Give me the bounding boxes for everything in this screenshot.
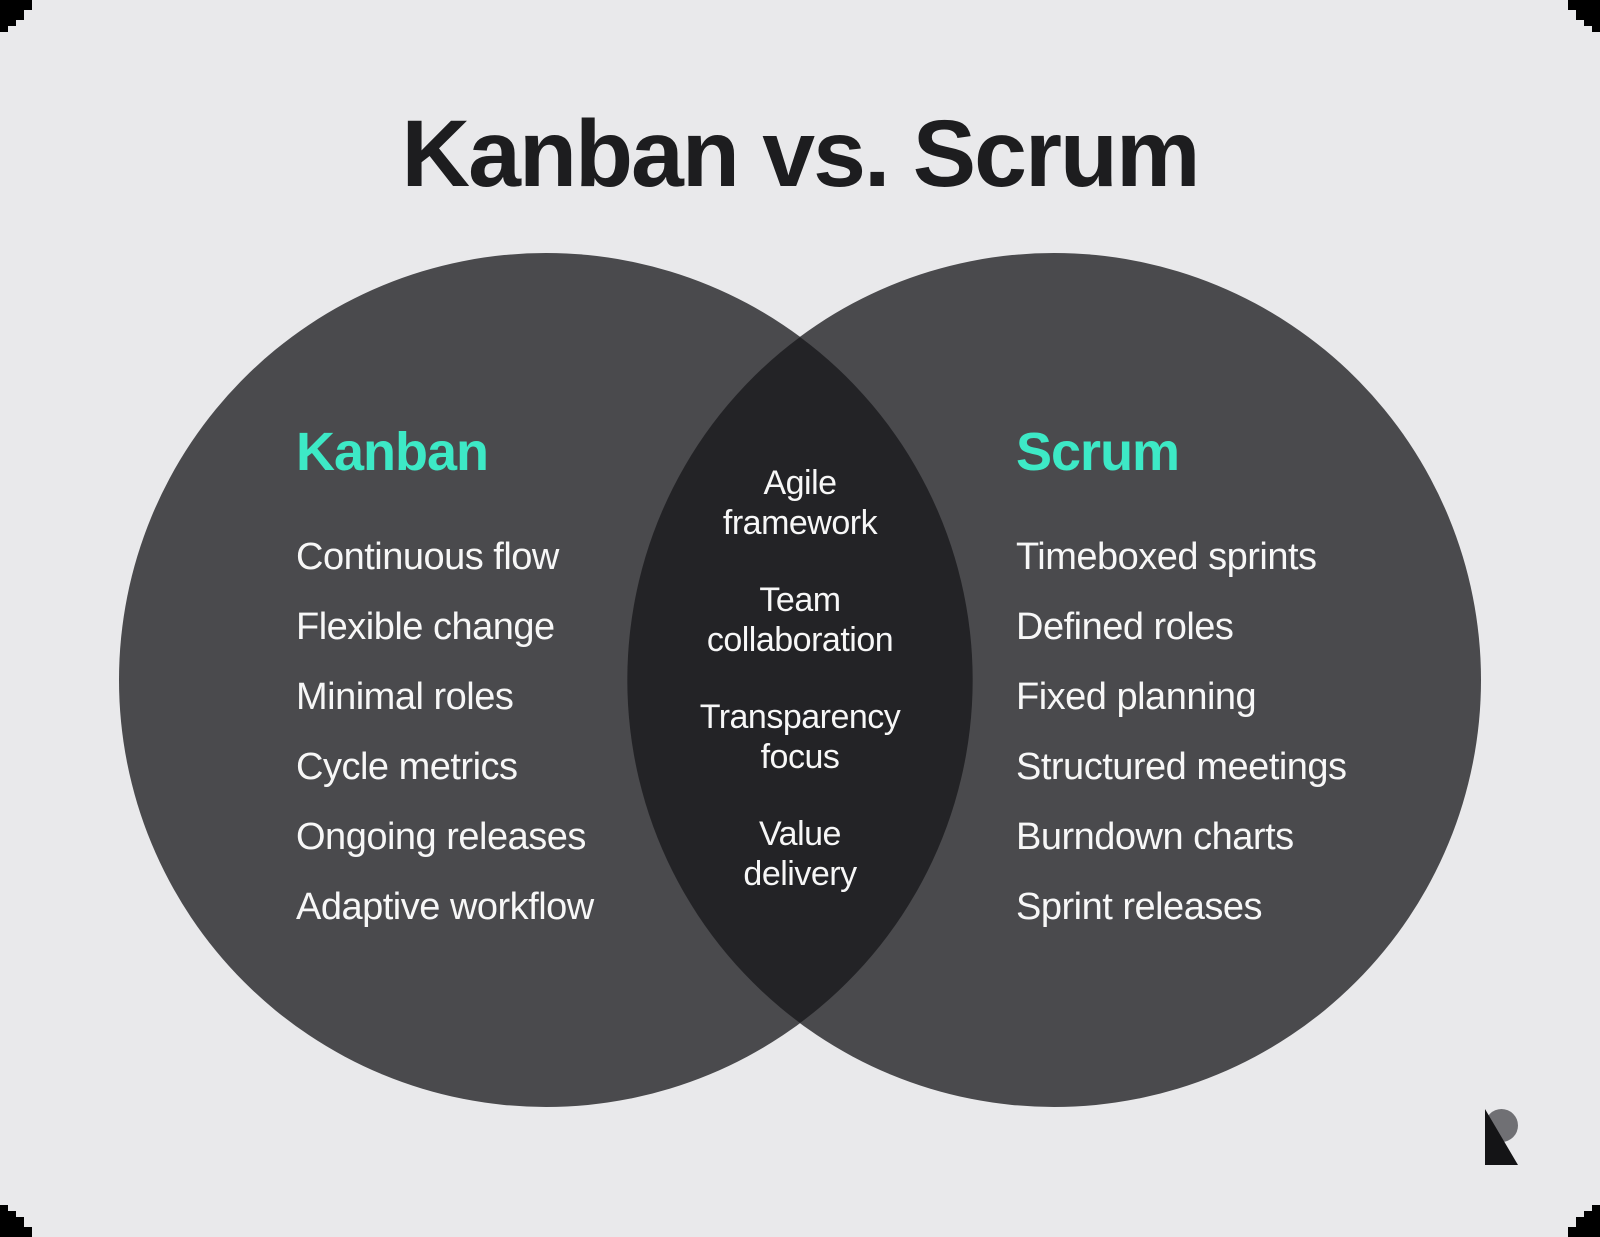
scrum-heading: Scrum (1016, 422, 1180, 482)
kanban-list-item: Adaptive workflow (296, 886, 594, 928)
scrum-list-item: Timeboxed sprints (1016, 536, 1317, 578)
intersection-item-line: focus (760, 738, 840, 776)
r-logo-stem (1485, 1109, 1518, 1165)
intersection-item-line: Team (759, 581, 841, 619)
intersection-item-line: framework (722, 504, 878, 542)
intersection-item-line: delivery (743, 855, 857, 893)
r-logo-icon (1485, 1109, 1518, 1165)
intersection-item-line: Value (759, 815, 841, 853)
intersection-item-line: collaboration (706, 621, 894, 659)
kanban-list-item: Cycle metrics (296, 746, 518, 788)
intersection-item-line: Transparency (699, 698, 901, 736)
intersection-list: Agile framework Team collaboration Trans… (670, 463, 930, 931)
intersection-item: Agile framework (670, 463, 930, 543)
page-title: Kanban vs. Scrum (401, 101, 1201, 207)
scrum-list-item: Fixed planning (1016, 676, 1257, 718)
kanban-list: Continuous flow Flexible change Minimal … (296, 522, 594, 942)
scrum-list-item: Burndown charts (1016, 816, 1294, 858)
intersection-item: Transparency focus (670, 697, 930, 777)
scrum-list-item: Structured meetings (1016, 746, 1347, 788)
scrum-list: Timeboxed sprints Defined roles Fixed pl… (1016, 522, 1347, 942)
kanban-list-item: Minimal roles (296, 676, 514, 718)
kanban-list-item: Continuous flow (296, 536, 559, 578)
intersection-item: Value delivery (670, 814, 930, 894)
scrum-list-item: Sprint releases (1016, 886, 1262, 928)
intersection-lens (627, 337, 973, 1023)
intersection-item-line: Agile (763, 464, 837, 502)
scrum-list-item: Defined roles (1016, 606, 1234, 648)
kanban-list-item: Flexible change (296, 606, 555, 648)
intersection-item: Team collaboration (670, 580, 930, 660)
kanban-list-item: Ongoing releases (296, 816, 586, 858)
kanban-heading: Kanban (296, 422, 489, 482)
